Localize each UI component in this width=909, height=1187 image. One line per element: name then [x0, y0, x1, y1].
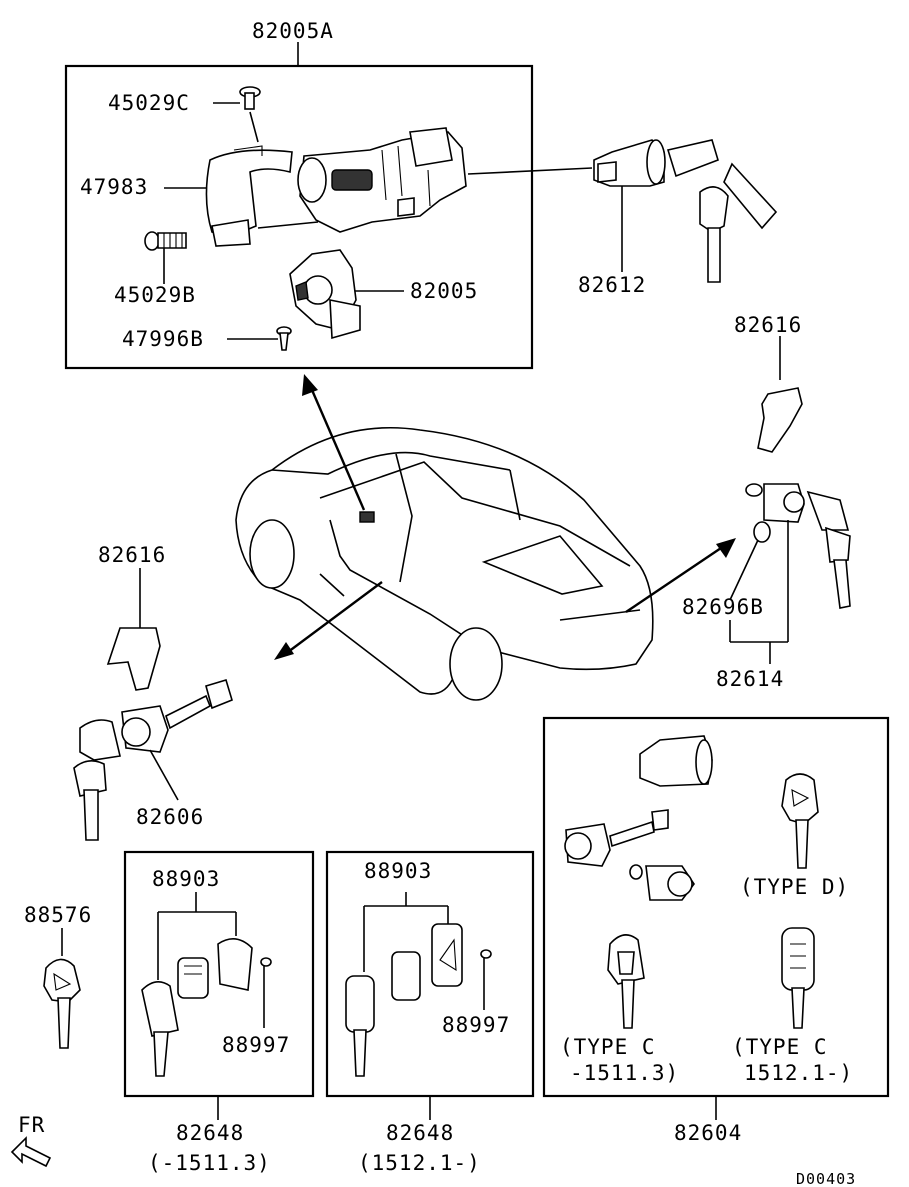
callout-82005a: 82005A — [252, 19, 334, 43]
screw-47996b-icon — [276, 326, 292, 351]
tailgate-lock-icon — [745, 483, 851, 609]
type-c2-line2: 1512.1-) — [744, 1061, 853, 1085]
front-arrow-icon — [10, 1136, 52, 1168]
callout-82648-2-note: (1512.1-) — [358, 1151, 481, 1175]
callout-88903-1: 88903 — [152, 867, 220, 891]
callout-82696b: 82696B — [682, 595, 764, 619]
remote-board-2-icon — [391, 951, 421, 1001]
callout-88576: 88576 — [24, 903, 92, 927]
callout-82648-1-note: (-1511.3) — [148, 1151, 271, 1175]
callout-82606: 82606 — [136, 805, 204, 829]
type-c1-line1: (TYPE C — [560, 1035, 656, 1059]
callout-88903-2: 88903 — [364, 859, 432, 883]
callout-82604: 82604 — [674, 1121, 742, 1145]
ignition-key-set-icon — [593, 139, 778, 283]
callout-82648-1: 82648 — [176, 1121, 244, 1145]
callout-47996b: 47996B — [122, 327, 204, 351]
ignition-group-box — [64, 64, 534, 370]
callout-82612: 82612 — [578, 273, 646, 297]
remote-board-1-icon — [177, 957, 209, 999]
callout-82005: 82005 — [410, 279, 478, 303]
door-lock-icon — [73, 679, 233, 841]
callout-88997-1: 88997 — [222, 1033, 290, 1057]
callout-82614: 82614 — [716, 667, 784, 691]
kit-key-type-d-icon — [781, 773, 819, 869]
front-label: FR — [18, 1113, 45, 1137]
type-c2-line1: (TYPE C — [732, 1035, 828, 1059]
remote-key-1-icon — [141, 981, 179, 1077]
clip-82616-right-icon — [757, 387, 803, 453]
kit-ignition-icon — [639, 735, 713, 787]
remote-screw-1-icon — [260, 957, 272, 1028]
type-c1-line2: -1511.3) — [570, 1061, 679, 1085]
kit-box-1 — [123, 850, 315, 1098]
type-d-label: (TYPE D) — [740, 875, 849, 899]
callout-82648-2: 82648 — [386, 1121, 454, 1145]
column-cover-icon — [205, 145, 293, 247]
kit-key-type-c2-icon — [781, 927, 815, 1029]
callout-82616-left: 82616 — [98, 543, 166, 567]
drawing-number: D00403 — [796, 1170, 856, 1187]
callout-45029c: 45029C — [108, 91, 190, 115]
remote-cover-1-icon — [217, 938, 253, 991]
screw-45029c-icon — [239, 86, 261, 110]
screw-45029b-icon — [144, 231, 187, 251]
vehicle-outline — [235, 427, 654, 701]
clip-82616-left-icon — [106, 627, 161, 691]
grommet-icon — [753, 521, 771, 543]
ignition-housing-icon — [297, 127, 467, 233]
key-blank-icon — [43, 958, 81, 1049]
kit-key-type-c1-icon — [607, 934, 645, 1029]
callout-45029b: 45029B — [114, 283, 196, 307]
kit-tailgate-lock-icon — [629, 864, 695, 901]
remote-cover-2-icon — [431, 923, 463, 987]
callout-47983: 47983 — [80, 175, 148, 199]
callout-88997-2: 88997 — [442, 1013, 510, 1037]
key-cylinder-icon — [289, 249, 361, 340]
callout-82616-right: 82616 — [734, 313, 802, 337]
remote-key-2-icon — [345, 975, 375, 1077]
kit-door-lock-icon — [564, 809, 669, 867]
remote-screw-2-icon — [480, 949, 492, 1010]
